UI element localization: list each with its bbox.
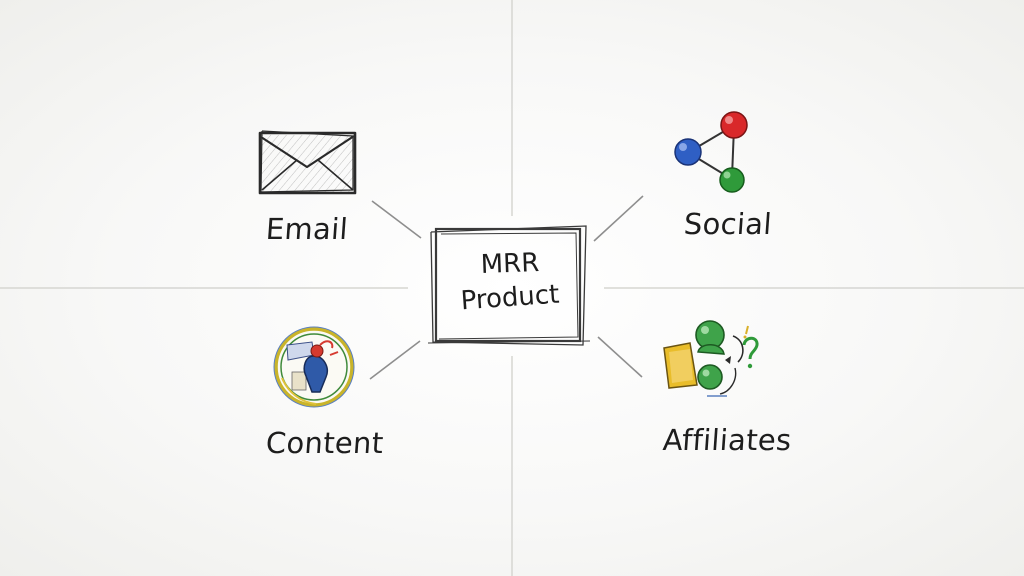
channel-label-affiliates: Affiliates [661,423,793,457]
connector-social [593,195,644,242]
channel-label-email: Email [264,212,350,246]
connectors [369,195,644,380]
connector-email [371,200,422,239]
share-network-icon [674,111,748,193]
envelope-icon [258,130,357,195]
channel-label-social: Social [682,207,773,241]
center-title-line1: MRR [480,247,540,281]
channel-label-content: Content [264,426,385,460]
content-badge-icon [273,326,355,408]
connector-content [369,340,421,380]
affiliate-people-icon [663,320,759,397]
center-box [427,225,591,346]
connector-affiliates [597,336,643,378]
